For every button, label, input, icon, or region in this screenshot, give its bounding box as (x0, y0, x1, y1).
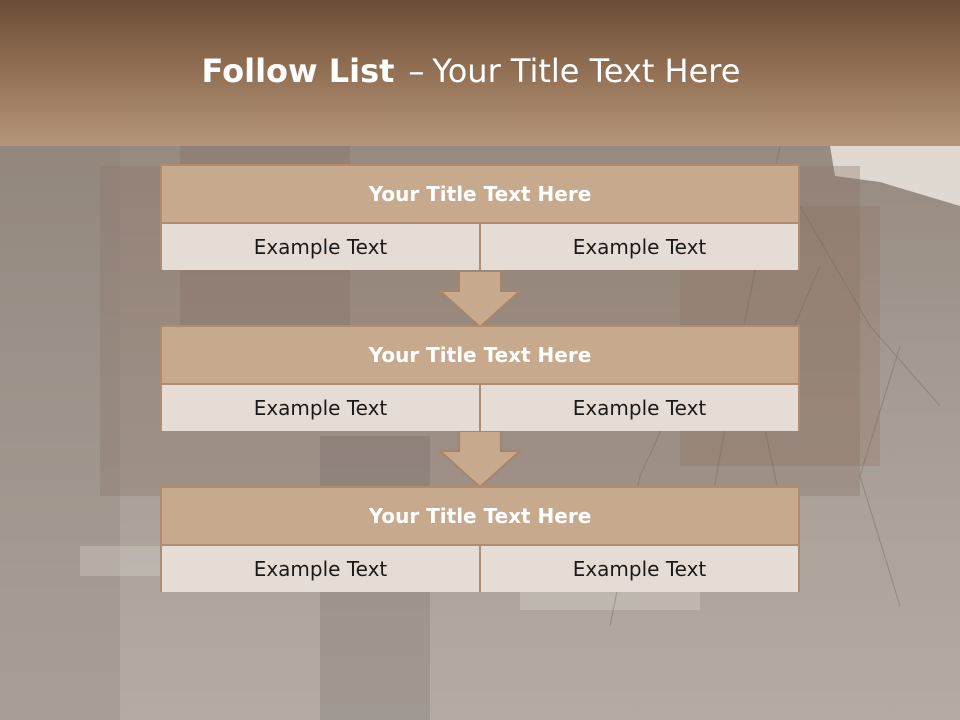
step-2-cell-left: Example Text (162, 385, 479, 431)
step-title-1: Your Title Text Here (162, 166, 798, 224)
step-title-3: Your Title Text Here (162, 488, 798, 546)
slide-title: Follow List–Your Title Text Here (0, 52, 942, 90)
slide-title-bold: Follow List (201, 52, 395, 90)
step-3-cell-right: Example Text (479, 546, 798, 592)
step-block-2: Your Title Text Here Example Text Exampl… (160, 325, 800, 431)
step-title-2: Your Title Text Here (162, 327, 798, 385)
title-bar: Follow List–Your Title Text Here (0, 0, 960, 146)
down-arrow-icon (438, 431, 522, 489)
step-block-1: Your Title Text Here Example Text Exampl… (160, 164, 800, 270)
step-1-cell-left: Example Text (162, 224, 479, 270)
slide-title-rest: Your Title Text Here (432, 52, 741, 90)
slide-title-separator: – (408, 52, 425, 90)
step-block-3: Your Title Text Here Example Text Exampl… (160, 486, 800, 592)
step-1-cell-right: Example Text (479, 224, 798, 270)
step-2-cell-right: Example Text (479, 385, 798, 431)
step-3-cell-left: Example Text (162, 546, 479, 592)
down-arrow-icon (438, 271, 522, 329)
